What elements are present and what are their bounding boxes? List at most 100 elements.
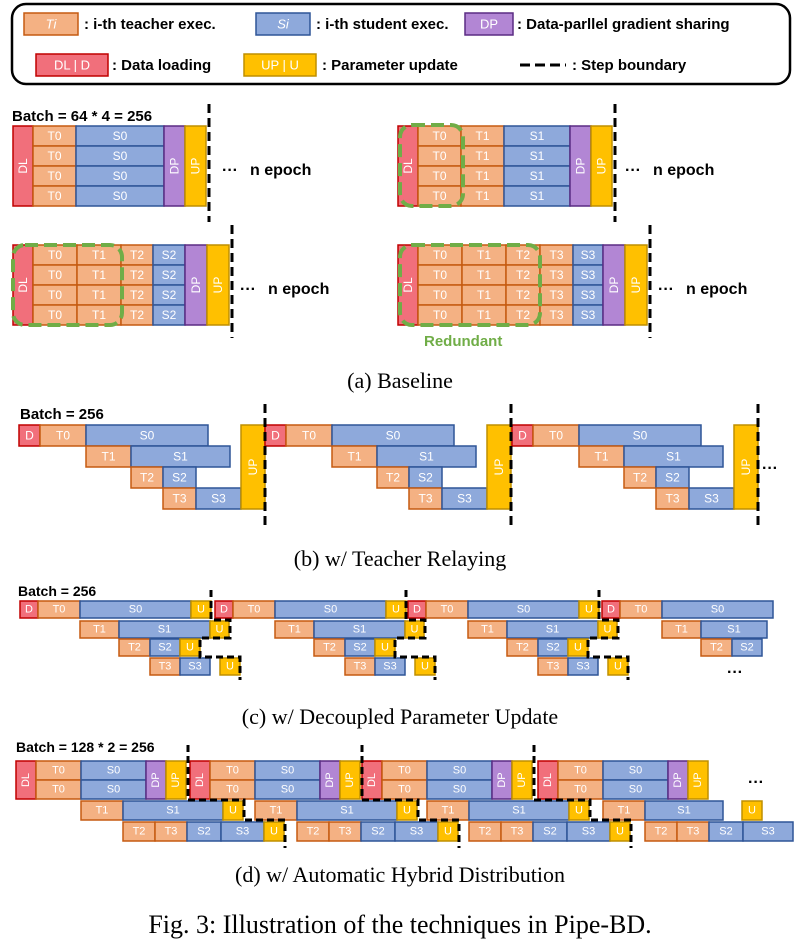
block-up: UP <box>240 424 266 510</box>
block-u: U <box>437 821 459 842</box>
block-u: U <box>578 600 600 619</box>
block-dl: DL <box>361 760 383 800</box>
svg-text:D: D <box>607 604 615 616</box>
block-t1: T1 <box>76 264 122 286</box>
block-t0: T0 <box>381 779 428 800</box>
svg-text:T0: T0 <box>398 765 411 777</box>
svg-text:S2: S2 <box>162 288 177 302</box>
block-d: D <box>214 600 234 619</box>
svg-text:S1: S1 <box>666 450 681 464</box>
svg-text:U: U <box>748 805 756 817</box>
block-s0: S0 <box>75 125 165 147</box>
svg-text:T1: T1 <box>594 450 608 464</box>
svg-text:T3: T3 <box>687 826 700 838</box>
svg-text:T3: T3 <box>549 248 563 262</box>
svg-text:T1: T1 <box>101 450 115 464</box>
svg-text:T0: T0 <box>52 784 65 796</box>
svg-text:S2: S2 <box>162 308 177 322</box>
svg-text:T3: T3 <box>549 308 563 322</box>
block-s2: S2 <box>152 284 186 306</box>
block-s1: S1 <box>623 445 724 468</box>
block-t2: T2 <box>122 821 156 842</box>
block-t3: T3 <box>537 657 569 676</box>
svg-text:U: U <box>392 604 400 616</box>
block-t3: T3 <box>500 821 534 842</box>
block-t0: T0 <box>417 145 462 167</box>
block-t3: T3 <box>676 821 710 842</box>
block-s1: S1 <box>503 165 571 187</box>
block-up: UP <box>486 424 512 510</box>
svg-text:T0: T0 <box>52 765 65 777</box>
svg-text:T0: T0 <box>635 604 648 616</box>
block-t0: T0 <box>35 779 82 800</box>
block-u: U <box>567 638 589 657</box>
block-t2: T2 <box>120 244 154 266</box>
block-t1: T1 <box>79 620 120 639</box>
svg-text:T3: T3 <box>165 826 178 838</box>
svg-text:S3: S3 <box>211 492 226 506</box>
block-s2: S2 <box>186 821 222 842</box>
svg-text:S2: S2 <box>172 471 187 485</box>
block-up: UP <box>339 760 361 800</box>
legend-dp: DP: Data-parllel gradient sharing <box>464 12 730 36</box>
svg-text:T1: T1 <box>475 169 489 183</box>
block-t1: T1 <box>578 445 625 468</box>
block-s3: S3 <box>572 284 604 306</box>
continue-dots-d: ··· <box>748 774 764 791</box>
block-t2: T2 <box>505 264 541 286</box>
svg-text:S1: S1 <box>530 189 545 203</box>
svg-text:S0: S0 <box>386 429 401 443</box>
svg-text:DP: DP <box>480 17 498 32</box>
block-u: U <box>607 657 629 676</box>
figure-caption: Fig. 3: Illustration of the techniques i… <box>148 910 651 939</box>
svg-text:DP: DP <box>168 158 182 175</box>
block-t2: T2 <box>120 304 154 326</box>
svg-text:D: D <box>271 429 280 443</box>
legend-dl: DL | D: Data loading <box>35 53 211 77</box>
legend-up: UP | U: Parameter update <box>243 53 458 77</box>
block-up: UP <box>165 760 187 800</box>
block-s0: S0 <box>602 779 669 800</box>
legend-frame <box>10 2 792 86</box>
svg-text:U: U <box>216 624 224 636</box>
block-t2: T2 <box>505 284 541 306</box>
svg-text:UP: UP <box>516 772 528 787</box>
legend-step-boundary: : Step boundary <box>520 57 687 74</box>
batch-label-a: Batch = 64 * 4 = 256 <box>12 108 152 125</box>
svg-text:T1: T1 <box>347 450 361 464</box>
svg-text:S2: S2 <box>158 642 171 654</box>
svg-text:DP: DP <box>607 277 621 294</box>
svg-text:T0: T0 <box>432 129 446 143</box>
block-t1: T1 <box>85 445 132 468</box>
block-s2: S2 <box>344 638 376 657</box>
block-t0: T0 <box>32 284 78 306</box>
svg-text:DP: DP <box>496 772 508 787</box>
svg-text:U: U <box>403 805 411 817</box>
block-s1: S1 <box>503 145 571 167</box>
svg-text:T2: T2 <box>633 471 647 485</box>
svg-text:S3: S3 <box>188 661 201 673</box>
block-s1: S1 <box>468 800 570 821</box>
block-s3: S3 <box>394 821 439 842</box>
block-dl: DL <box>12 244 34 326</box>
svg-text:···: ··· <box>658 281 674 298</box>
svg-text:UP: UP <box>629 277 643 294</box>
caption-c: (c) w/ Decoupled Parameter Update <box>242 704 558 729</box>
legend-t: Ti: i-th teacher exec. <box>23 12 216 36</box>
block-u: U <box>568 800 590 821</box>
svg-text:T2: T2 <box>479 826 492 838</box>
block-t1: T1 <box>331 445 378 468</box>
block-s0: S0 <box>254 760 321 781</box>
svg-text:D: D <box>518 429 527 443</box>
block-t1: T1 <box>254 800 298 821</box>
block-t0: T0 <box>417 165 462 187</box>
svg-text:T0: T0 <box>226 765 239 777</box>
block-t2: T2 <box>700 638 733 657</box>
svg-text:S0: S0 <box>453 784 466 796</box>
svg-text:S2: S2 <box>543 826 556 838</box>
svg-text:S1: S1 <box>158 624 171 636</box>
block-t1: T1 <box>460 165 505 187</box>
block-up: UP <box>624 244 648 326</box>
svg-text:T1: T1 <box>93 624 106 636</box>
